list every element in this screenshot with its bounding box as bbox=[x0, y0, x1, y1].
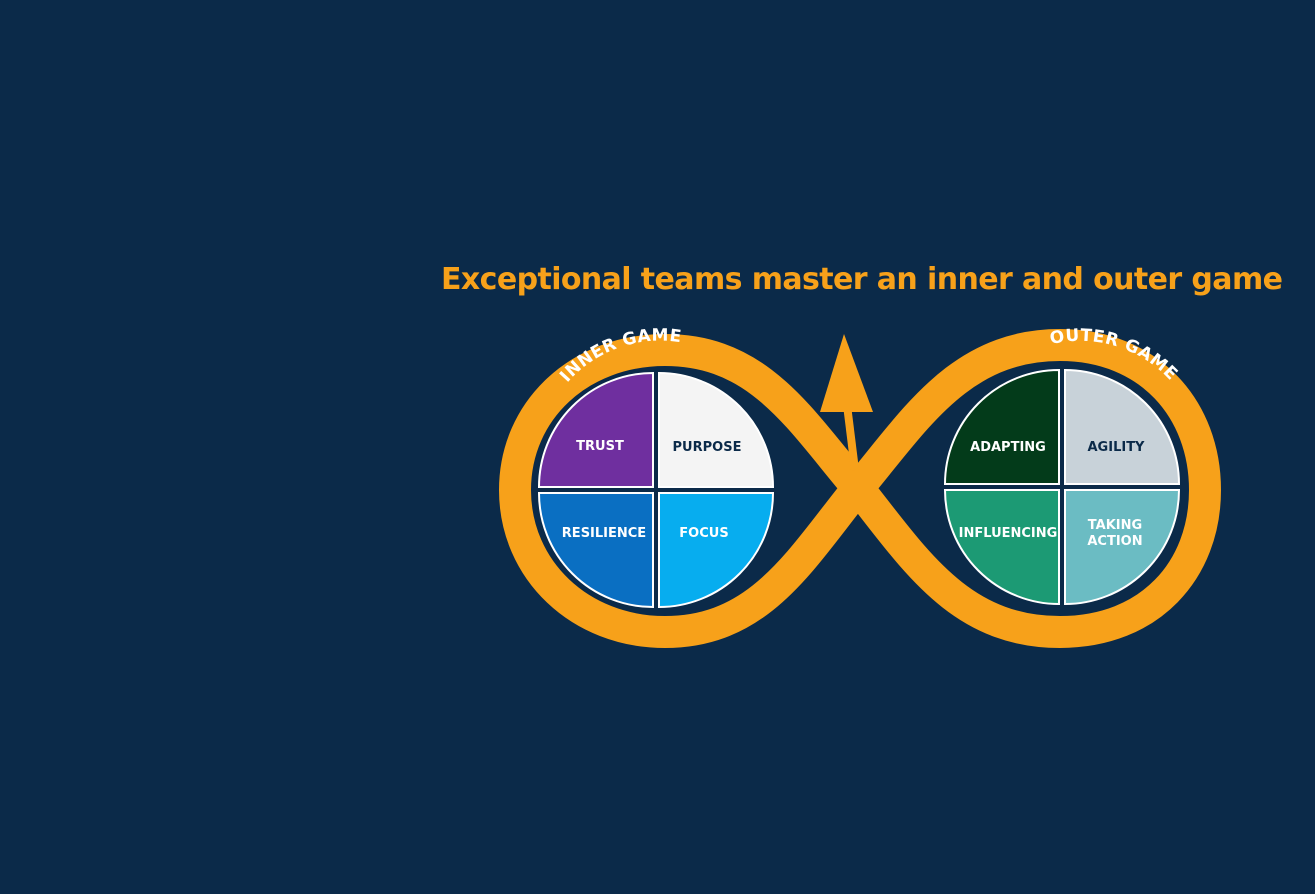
action-label: ACTION bbox=[1087, 534, 1142, 549]
quadrant-purpose bbox=[658, 371, 775, 488]
taking-label: TAKING bbox=[1088, 518, 1142, 533]
quadrant-focus bbox=[658, 492, 775, 609]
resilience-label: RESILIENCE bbox=[562, 526, 646, 541]
quadrant-influencing bbox=[943, 489, 1060, 606]
quadrant-trust bbox=[537, 371, 654, 488]
quadrant-resilience bbox=[537, 492, 654, 609]
focus-label: FOCUS bbox=[679, 526, 728, 541]
quadrant-adapting bbox=[943, 368, 1060, 485]
up-arrow-icon bbox=[820, 334, 873, 471]
trust-label: TRUST bbox=[576, 439, 624, 454]
agility-label: AGILITY bbox=[1088, 440, 1146, 455]
influencing-label: INFLUENCING bbox=[959, 526, 1058, 541]
diagram-title: Exceptional teams master an inner and ou… bbox=[441, 262, 1283, 297]
infinity-loop bbox=[499, 329, 1221, 648]
purpose-label: PURPOSE bbox=[673, 440, 742, 455]
adapting-label: ADAPTING bbox=[970, 440, 1046, 455]
quadrant-taking-action bbox=[1064, 489, 1181, 606]
quadrant-agility bbox=[1064, 368, 1181, 485]
